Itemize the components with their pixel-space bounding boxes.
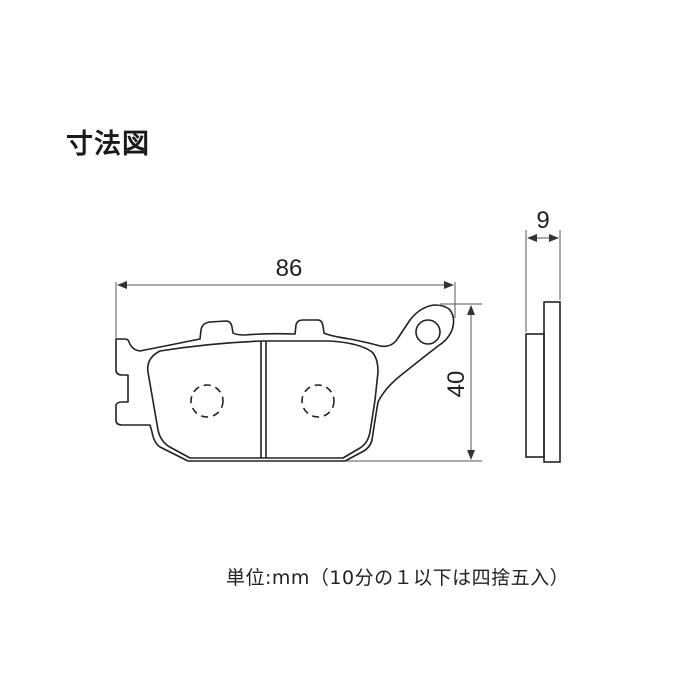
friction-side: [525, 333, 545, 458]
height-dimension: [346, 303, 482, 462]
page-title: 寸法図: [66, 129, 150, 160]
height-label: 40: [443, 371, 470, 398]
thickness-label: 9: [536, 207, 549, 234]
width-dimension: [115, 281, 456, 339]
pad-front-view: [115, 304, 455, 462]
shim-marker-right: [301, 384, 335, 418]
shim-marker-left: [190, 384, 224, 418]
width-label: 86: [276, 255, 303, 282]
unit-note: 単位:mm（10分の１以下は四捨五入）: [226, 567, 570, 589]
pad-side-view: [525, 301, 561, 463]
thickness-dimension: [525, 230, 561, 332]
mounting-hole: [415, 319, 441, 345]
plate-side: [543, 301, 561, 463]
friction-material-outline: [146, 340, 379, 459]
backing-plate-outline: [115, 304, 455, 462]
